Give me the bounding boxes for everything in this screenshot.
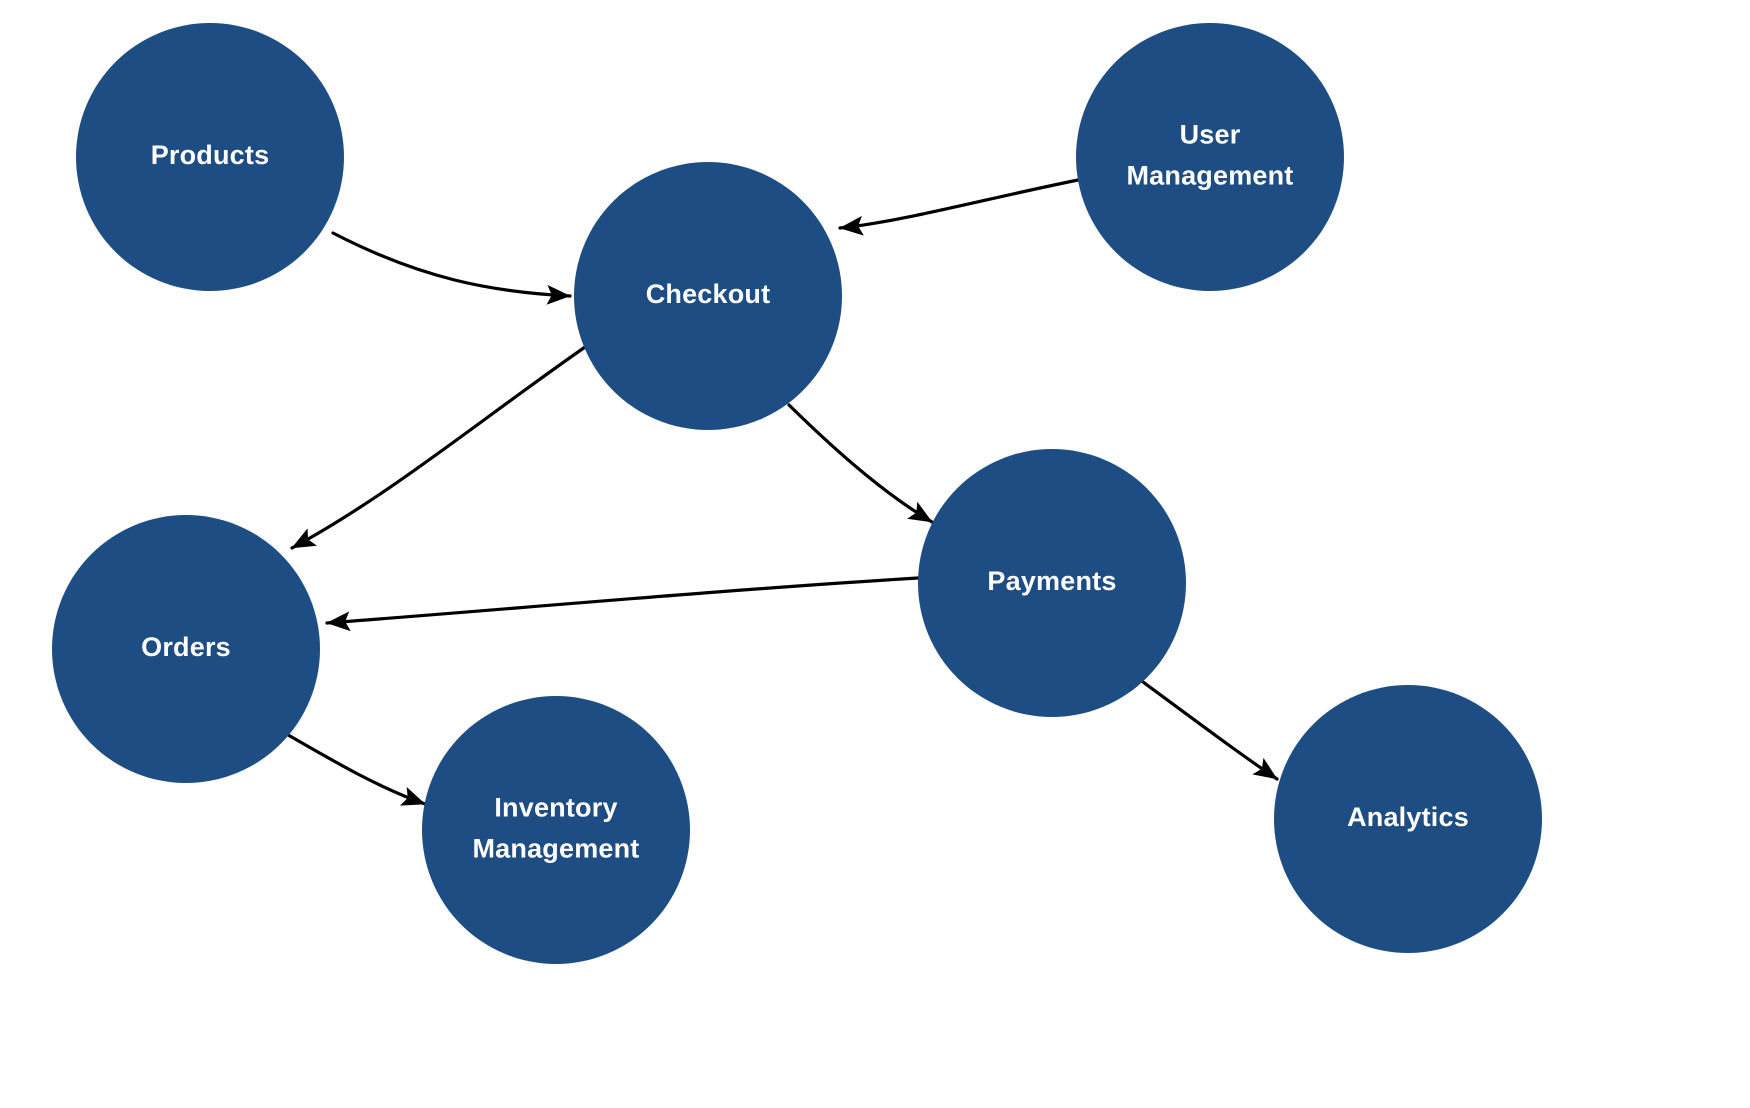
node-circle-user_management[interactable]: [1076, 23, 1344, 291]
node-orders[interactable]: Orders: [52, 515, 320, 783]
node-circle-payments[interactable]: [918, 449, 1186, 717]
node-analytics[interactable]: Analytics: [1274, 685, 1542, 953]
node-circle-inventory_management[interactable]: [422, 696, 690, 964]
edge-checkout-to-orders[interactable]: [290, 343, 590, 550]
node-circle-orders[interactable]: [52, 515, 320, 783]
edge-checkout-to-payments[interactable]: [787, 403, 934, 524]
edge-payments-to-orders[interactable]: [325, 576, 920, 632]
edges-layer: [281, 178, 1279, 806]
edge-products-to-checkout[interactable]: [331, 231, 572, 305]
node-circle-products[interactable]: [76, 23, 344, 291]
edge-payments-to-analytics[interactable]: [1137, 677, 1279, 781]
edge-orders-to-inventory_management[interactable]: [281, 730, 427, 806]
node-circle-checkout[interactable]: [574, 162, 842, 430]
node-payments[interactable]: Payments: [918, 449, 1186, 717]
edge-user_management-to-checkout[interactable]: [838, 178, 1080, 236]
node-circle-analytics[interactable]: [1274, 685, 1542, 953]
node-checkout[interactable]: Checkout: [574, 162, 842, 430]
node-products[interactable]: Products: [76, 23, 344, 291]
